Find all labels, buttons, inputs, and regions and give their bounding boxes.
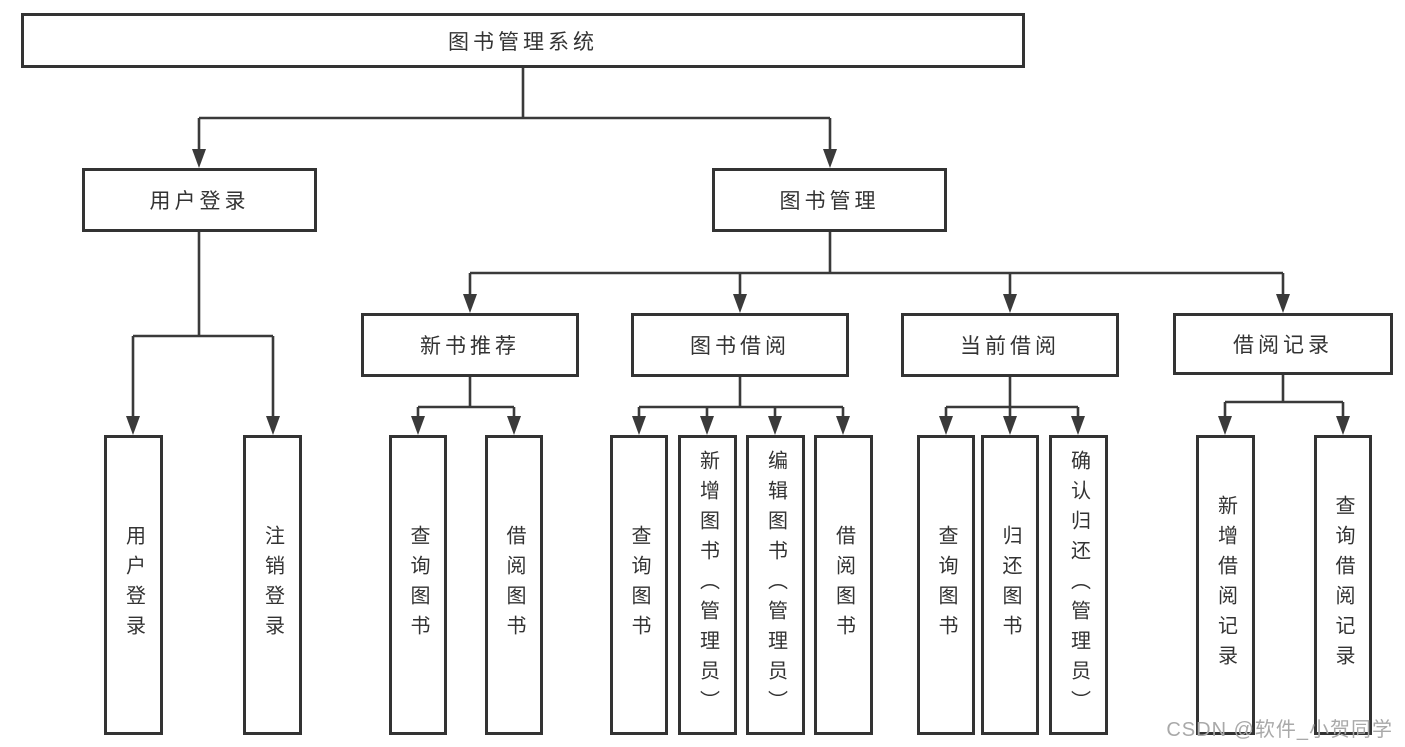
node-label: 编辑图书（管理员） [764, 450, 787, 720]
node-new-book-recommend: 新书推荐 [361, 313, 579, 377]
arrowhead-icon [733, 294, 747, 313]
arrowhead-icon [823, 149, 837, 168]
arrowhead-icon [1336, 416, 1350, 435]
node-label: 图书管理 [779, 190, 880, 213]
csdn-watermark: CSDN @软件_小贺同学 [1166, 719, 1393, 741]
node-library-management-system: 图书管理系统 [21, 13, 1025, 68]
leaf-query-borrow-record: 查询借阅记录 [1314, 435, 1372, 735]
node-label: 新增图书（管理员） [696, 450, 719, 720]
node-book-borrow: 图书借阅 [631, 313, 849, 377]
node-label: 借阅记录 [1233, 334, 1333, 357]
node-current-borrow: 当前借阅 [901, 313, 1119, 377]
node-label: 查询图书 [407, 525, 429, 645]
arrowhead-icon [411, 416, 425, 435]
arrowhead-icon [768, 416, 782, 435]
connector-book-management-children [468, 232, 1285, 297]
node-book-management: 图书管理 [712, 168, 947, 232]
arrowhead-icon [1003, 294, 1017, 313]
leaf-confirm-return-admin: 确认归还（管理员） [1049, 435, 1108, 735]
arrowhead-icon [632, 416, 646, 435]
node-label: 借阅图书 [503, 525, 525, 645]
node-label: 用户登录 [149, 190, 250, 213]
connector-book-borrow-children [637, 377, 845, 419]
node-label: 查询借阅记录 [1332, 495, 1354, 675]
connector-root-to-level1 [197, 68, 832, 152]
connector-borrow-records-children [1223, 375, 1345, 419]
node-label: 注销登录 [261, 525, 284, 645]
node-borrow-records: 借阅记录 [1173, 313, 1393, 375]
arrowhead-icon [192, 149, 206, 168]
leaf-query-books-current: 查询图书 [917, 435, 975, 735]
arrowhead-icon [463, 294, 477, 313]
leaf-return-book: 归还图书 [981, 435, 1039, 735]
node-label: 确认归还（管理员） [1067, 450, 1090, 720]
arrowhead-icon [1276, 294, 1290, 313]
node-label: 借阅图书 [832, 525, 855, 645]
node-label: 查询图书 [628, 525, 650, 645]
connector-user-login-children [131, 232, 275, 419]
connector-new-book-recommend-children [416, 377, 516, 419]
leaf-query-books-recommend: 查询图书 [389, 435, 447, 735]
arrowhead-icon [836, 416, 850, 435]
arrowhead-icon [939, 416, 953, 435]
leaf-user-login: 用户登录 [104, 435, 163, 735]
arrowhead-icon [266, 416, 280, 435]
arrowhead-icon [1071, 416, 1085, 435]
node-label: 当前借阅 [960, 335, 1060, 358]
arrowhead-icon [126, 416, 140, 435]
node-label: 新书推荐 [420, 335, 520, 358]
node-label: 查询图书 [935, 525, 957, 645]
node-user-login: 用户登录 [82, 168, 317, 232]
arrowhead-icon [507, 416, 521, 435]
leaf-borrow-books: 借阅图书 [814, 435, 873, 735]
node-label: 图书借阅 [690, 335, 790, 358]
leaf-query-books-borrow: 查询图书 [610, 435, 668, 735]
connector-current-borrow-children [944, 377, 1080, 419]
arrowhead-icon [1003, 416, 1017, 435]
node-label: 新增借阅记录 [1214, 495, 1237, 675]
arrowhead-icon [700, 416, 714, 435]
node-label: 图书管理系统 [448, 30, 598, 54]
leaf-edit-book-admin: 编辑图书（管理员） [746, 435, 805, 735]
node-label: 归还图书 [999, 525, 1021, 645]
leaf-add-book-admin: 新增图书（管理员） [678, 435, 737, 735]
leaf-add-borrow-record: 新增借阅记录 [1196, 435, 1255, 735]
leaf-borrow-books-recommend: 借阅图书 [485, 435, 543, 735]
node-label: 用户登录 [122, 525, 145, 645]
arrowhead-icon [1218, 416, 1232, 435]
leaf-logout: 注销登录 [243, 435, 302, 735]
